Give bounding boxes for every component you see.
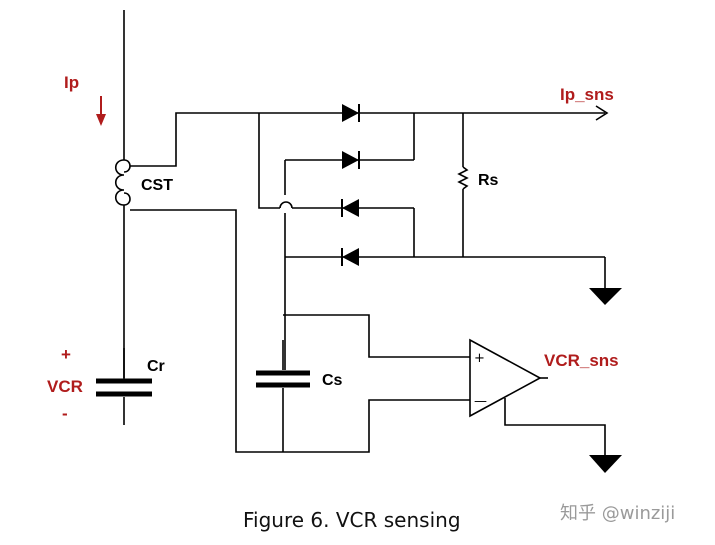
opamp-minus-wire: [283, 399, 470, 453]
label-cs: Cs: [322, 372, 343, 389]
cst-secondary-coil-bottom: [123, 192, 131, 206]
wire-crossover-jumper: [279, 201, 293, 209]
diode-1: [342, 104, 360, 122]
opamp-plus-sign: +: [474, 351, 485, 366]
ip-arrow-icon: [96, 114, 106, 126]
opamp-minus-sign: —: [474, 394, 487, 409]
label-cst: CST: [141, 177, 173, 194]
diode-2: [342, 151, 360, 169]
diode-4: [341, 248, 359, 266]
label-vcr-plus: +: [61, 345, 71, 364]
cst-secondary-coil-top: [123, 159, 131, 173]
label-vcr-sns: VCR_sns: [544, 351, 619, 370]
figure-caption: Figure 6. VCR sensing: [243, 508, 461, 532]
cst-primary-coil: [114, 159, 125, 206]
label-vcr-minus: -: [62, 404, 68, 423]
opamp-ground-wire: [504, 398, 606, 455]
opamp-plus-wire: [283, 314, 470, 358]
rs-resistor: [457, 166, 469, 190]
ip-sns-wire: [130, 112, 605, 167]
label-vcr: VCR: [47, 377, 83, 396]
label-cr: Cr: [147, 358, 165, 375]
diode-3: [341, 199, 359, 217]
label-ip: Ip: [64, 73, 79, 92]
ip-sns-arrow: [595, 105, 609, 121]
cst-return-wire: [130, 209, 283, 453]
ground-symbol-1: [589, 288, 622, 305]
opamp-triangle: [469, 338, 542, 418]
label-ip-sns: Ip_sns: [560, 85, 614, 104]
watermark: 知乎 @winziji: [560, 503, 675, 524]
bridge-left-rail: [258, 113, 280, 209]
label-rs: Rs: [478, 172, 499, 189]
ground-symbol-2: [589, 455, 622, 473]
